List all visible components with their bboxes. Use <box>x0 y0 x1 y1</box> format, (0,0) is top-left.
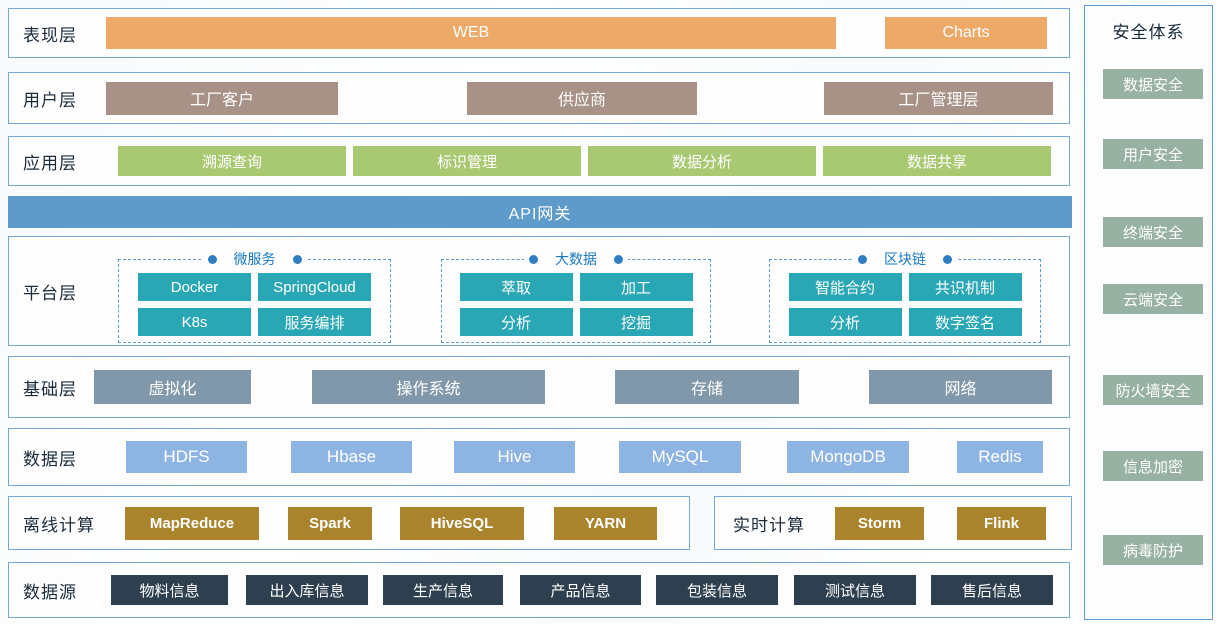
layer-row-infrastructure: 基础层 虚拟化 操作系统 存储 网络 <box>8 356 1070 418</box>
data-layer-item: Redis <box>957 441 1043 473</box>
user-item: 供应商 <box>467 81 697 115</box>
realtime-compute-box: 实时计算 Storm Flink <box>714 496 1072 550</box>
security-title: 安全体系 <box>1112 23 1185 42</box>
bullet-dot-icon <box>614 254 623 264</box>
platform-group-bigdata: 大数据 萃取 加工 分析 挖掘 <box>441 249 711 343</box>
security-item: 终端安全 <box>1103 217 1203 247</box>
data-layer-item: HDFS <box>126 441 247 473</box>
security-item: 信息加密 <box>1103 451 1203 481</box>
presentation-item-web: WEB <box>106 17 836 49</box>
data-layer-item: Hive <box>454 441 575 473</box>
data-layer-item: MySQL <box>619 441 741 473</box>
platform-group-items: 萃取 加工 分析 挖掘 <box>442 273 710 336</box>
bullet-dot-icon <box>858 254 867 264</box>
offline-compute-item: YARN <box>554 506 657 540</box>
security-item: 用户安全 <box>1103 139 1203 169</box>
data-source-label: 数据源 <box>23 582 77 602</box>
security-item: 云端安全 <box>1103 284 1203 314</box>
security-item: 数据安全 <box>1103 69 1203 99</box>
application-item: 数据分析 <box>588 146 816 176</box>
presentation-item-charts: Charts <box>885 17 1047 49</box>
bullet-dot-icon <box>292 254 302 264</box>
data-source-item: 生产信息 <box>383 575 503 605</box>
data-source-item: 测试信息 <box>794 575 916 605</box>
layer-row-user: 用户层 工厂客户 供应商 工厂管理层 <box>8 72 1070 124</box>
infrastructure-item: 操作系统 <box>312 370 545 404</box>
layer-row-datasource: 数据源 物料信息 出入库信息 生产信息 产品信息 包装信息 测试信息 售后信息 <box>8 562 1070 618</box>
platform-group-label: 大数据 <box>555 251 597 267</box>
security-item: 防火墙安全 <box>1103 375 1203 405</box>
data-source-item: 物料信息 <box>111 575 228 605</box>
application-items: 溯源查询 标识管理 数据分析 数据共享 <box>118 146 1051 176</box>
platform-item: 数字签名 <box>908 308 1022 336</box>
platform-group-items: 智能合约 共识机制 分析 数字签名 <box>770 273 1040 336</box>
application-item: 数据共享 <box>823 146 1051 176</box>
realtime-compute-label: 实时计算 <box>733 515 805 535</box>
data-source-item: 产品信息 <box>520 575 641 605</box>
platform-item: Docker <box>138 273 251 301</box>
data-source-item: 出入库信息 <box>246 575 368 605</box>
api-gateway-bar: API网关 <box>8 196 1072 228</box>
user-layer-label: 用户层 <box>23 90 77 110</box>
realtime-compute-item: Flink <box>957 506 1046 540</box>
platform-group-title: 区块链 <box>853 249 957 269</box>
offline-compute-label: 离线计算 <box>23 515 95 535</box>
infrastructure-layer-label: 基础层 <box>23 379 77 399</box>
platform-item: 服务编排 <box>258 308 371 336</box>
layer-row-platform: 平台层 微服务 Docker SpringCloud K8s 服务编排 大数据 <box>8 236 1070 346</box>
layer-row-data: 数据层 HDFS Hbase Hive MySQL MongoDB Redis <box>8 428 1070 486</box>
platform-group-label: 微服务 <box>233 251 276 267</box>
offline-compute-item: Spark <box>288 506 372 540</box>
layer-row-application: 应用层 溯源查询 标识管理 数据分析 数据共享 <box>8 136 1070 186</box>
user-item: 工厂客户 <box>106 81 338 115</box>
platform-group-title: 微服务 <box>202 249 307 269</box>
offline-compute-item: MapReduce <box>125 506 259 540</box>
data-layer-item: MongoDB <box>787 441 909 473</box>
offline-compute-item: HiveSQL <box>400 506 524 540</box>
platform-layer-label: 平台层 <box>23 283 77 303</box>
infrastructure-item: 虚拟化 <box>94 370 251 404</box>
platform-item: SpringCloud <box>258 273 371 301</box>
platform-item: 萃取 <box>459 273 573 301</box>
platform-group-microservices: 微服务 Docker SpringCloud K8s 服务编排 <box>118 249 391 343</box>
application-item: 溯源查询 <box>118 146 346 176</box>
platform-item: 智能合约 <box>788 273 902 301</box>
platform-item: 挖掘 <box>579 308 693 336</box>
platform-item: K8s <box>138 308 251 336</box>
security-sidebar: 安全体系 数据安全 用户安全 终端安全 云端安全 防火墙安全 信息加密 病毒防护 <box>1084 5 1213 620</box>
infrastructure-item: 存储 <box>615 370 799 404</box>
data-layer-item: Hbase <box>291 441 412 473</box>
layer-row-presentation: 表现层 WEB Charts <box>8 8 1070 58</box>
platform-group-items: Docker SpringCloud K8s 服务编排 <box>119 273 390 336</box>
offline-compute-box: 离线计算 MapReduce Spark HiveSQL YARN <box>8 496 690 550</box>
bullet-dot-icon <box>529 254 538 264</box>
main-column: 表现层 WEB Charts 用户层 工厂客户 供应商 工厂管理层 应用层 溯源… <box>8 0 1072 624</box>
bullet-dot-icon <box>207 254 217 264</box>
platform-item: 共识机制 <box>908 273 1022 301</box>
realtime-compute-item: Storm <box>835 506 924 540</box>
platform-item: 分析 <box>788 308 902 336</box>
platform-item: 加工 <box>579 273 693 301</box>
application-layer-label: 应用层 <box>23 153 77 173</box>
data-source-item: 包装信息 <box>656 575 778 605</box>
platform-group-blockchain: 区块链 智能合约 共识机制 分析 数字签名 <box>769 249 1041 343</box>
data-source-item: 售后信息 <box>931 575 1053 605</box>
platform-group-label: 区块链 <box>884 251 926 267</box>
bullet-dot-icon <box>943 254 952 264</box>
user-item: 工厂管理层 <box>824 81 1053 115</box>
presentation-layer-label: 表现层 <box>23 25 77 45</box>
platform-item: 分析 <box>459 308 573 336</box>
security-item: 病毒防护 <box>1103 535 1203 565</box>
data-layer-label: 数据层 <box>23 449 77 469</box>
application-item: 标识管理 <box>353 146 581 176</box>
infrastructure-item: 网络 <box>869 370 1052 404</box>
platform-group-title: 大数据 <box>524 249 628 269</box>
